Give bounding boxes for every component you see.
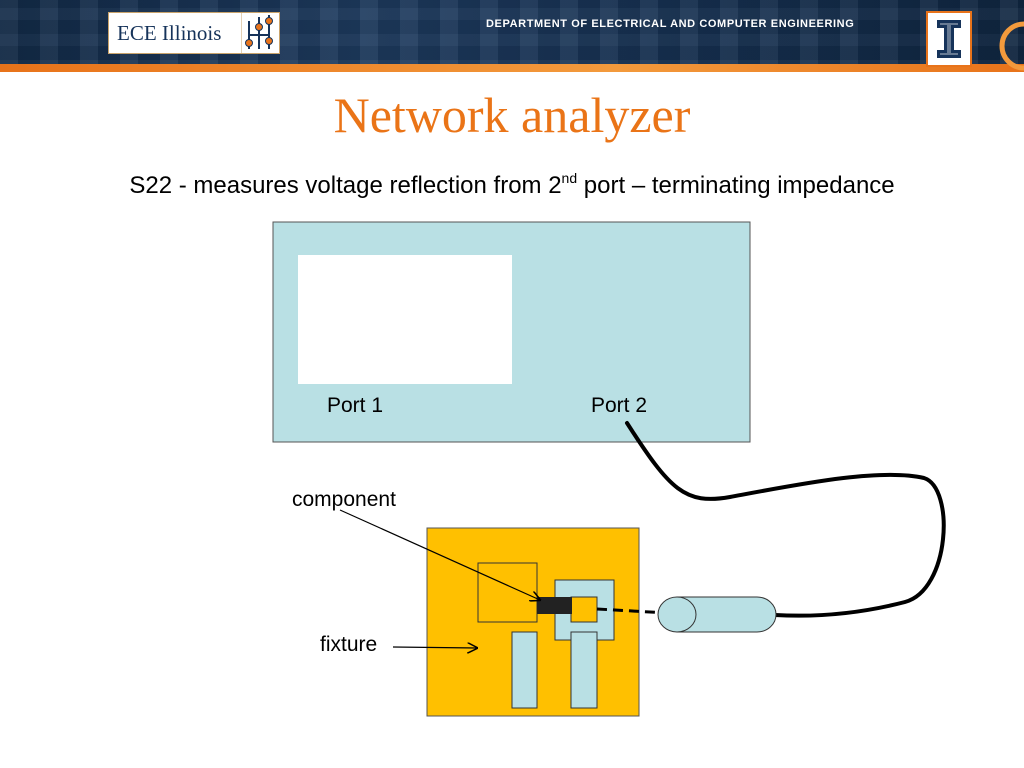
slide-header: ECE Illinois DEPARTMENT OF ELECTRICAL AN… [0,0,1024,72]
slide-subtitle: S22 - measures voltage reflection from 2… [0,170,1024,200]
illinois-block-i-logo [926,11,972,67]
analyzer-screen [298,255,512,384]
fixture-trace-right [570,631,598,709]
subtitle-text-start: S22 - measures voltage reflection from 2 [129,172,562,199]
fixture-arrow [392,647,477,648]
component-under-test [537,597,572,614]
port1-label: Port 1 [327,394,384,417]
fixture-label: fixture [320,633,378,656]
dashed-connection [596,607,669,615]
header-orange-stripe [0,64,1024,72]
circuit-logo-icon [241,13,273,53]
port2-cable [625,421,946,618]
slide-title: Network analyzer [333,87,691,143]
component-arrow [339,509,540,600]
corner-swirl-icon [999,21,1024,71]
subtitle-text-end: port – terminating impedance [577,172,895,199]
subtitle-superscript: nd [561,170,578,186]
port2-label: Port 2 [591,394,648,417]
ece-illinois-logo: ECE Illinois [108,12,280,54]
component-label: component [292,488,396,511]
block-i-icon [937,20,961,58]
fixture-trace-left [511,631,538,709]
coax-connector [657,596,777,633]
logo-text: ECE Illinois [117,21,222,45]
department-name: DEPARTMENT OF ELECTRICAL AND COMPUTER EN… [486,18,855,30]
